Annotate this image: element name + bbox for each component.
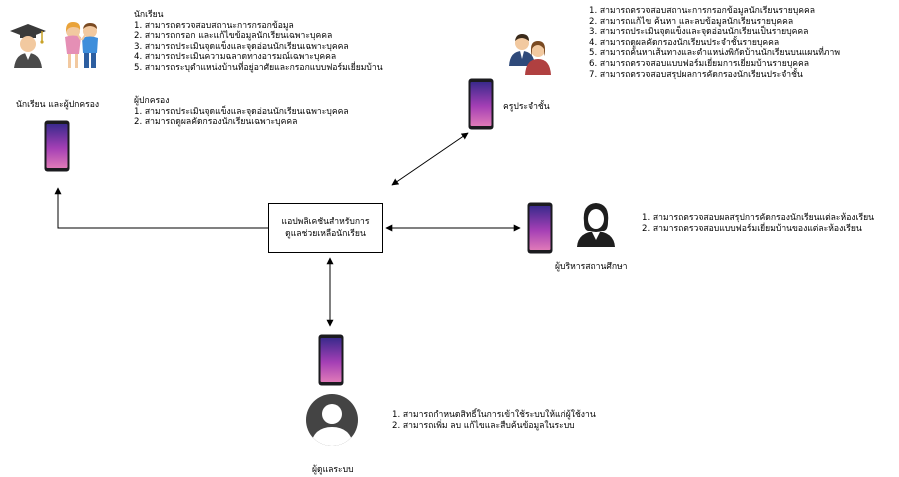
teacher-item: 5. สามารถค้นหาเส้นทางและตำแหน่งพิกัดบ้าน… xyxy=(589,48,841,59)
app-box: แอปพลิเคชันสำหรับการ ดูแลช่วยเหลือนักเรี… xyxy=(268,203,383,253)
teacher-item: 7. สามารถตรวจสอบสรุปผลการคัดกรองนักเรียน… xyxy=(589,69,803,80)
arrow-app-teacher xyxy=(391,132,469,186)
teacher-item: 3. สามารถประเมินจุดแข็งและจุดอ่อนนักเรีย… xyxy=(589,27,809,38)
system-admin-permissions: 1. สามารถกำหนดสิทธิ์ในการเข้าใช้ระบบให้แ… xyxy=(392,410,596,431)
administrator-item: 2. สามารถตรวจสอบแบบฟอร์มเยี่ยมบ้านของแต่… xyxy=(642,223,862,234)
student-parent-label: นักเรียน และผู้ปกครอง xyxy=(16,100,100,110)
student-item: 4. สามารถประเมินความฉลาดทางอารมณ์เฉพาะบุ… xyxy=(134,52,337,63)
student-item: 5. สามารถระบุตำแหน่งบ้านที่อยู่อาศัยและก… xyxy=(134,62,383,73)
user-avatar-icon xyxy=(306,394,358,446)
smartphone-icon xyxy=(44,120,70,172)
app-box-line2: ดูแลช่วยเหลือนักเรียน xyxy=(285,229,366,239)
student-item: 3. สามารถประเมินจุดแข็งและจุดอ่อนนักเรีย… xyxy=(134,41,349,52)
parent-item: 2. สามารถดูผลคัดกรองนักเรียนเฉพาะบุคคล xyxy=(134,117,298,128)
teacher-item: 4. สามารถดูผลคัดกรองนักเรียนประจำชั้นราย… xyxy=(589,37,780,48)
parents-icon xyxy=(65,22,98,68)
smartphone-icon xyxy=(468,78,494,130)
student-heading: นักเรียน xyxy=(134,10,164,20)
student-item: 1. สามารถตรวจสอบสถานะการกรอกข้อมูล xyxy=(134,20,294,31)
system-admin-label: ผู้ดูแลระบบ xyxy=(312,465,354,475)
smartphone-icon xyxy=(318,334,344,386)
administrator-item: 1. สามารถตรวจสอบผลสรุปการคัดกรองนักเรียน… xyxy=(642,213,875,223)
teacher-item: 2. สามารถแก้ไข ค้นหา และลบข้อมูลนักเรียน… xyxy=(589,16,794,27)
administrator-label: ผู้บริหารสถานศึกษา xyxy=(555,262,628,272)
teacher-label: ครูประจำชั้น xyxy=(503,102,550,112)
system-admin-item: 1. สามารถกำหนดสิทธิ์ในการเข้าใช้ระบบให้แ… xyxy=(392,410,596,420)
parent-permissions: ผู้ปกครอง 1. สามารถประเมินจุดแข็งและจุดอ… xyxy=(134,96,349,128)
teacher-permissions: 1. สามารถตรวจสอบสถานะการกรอกข้อมูลนักเรี… xyxy=(589,6,840,80)
arrow-app-to-student xyxy=(54,187,268,229)
parent-item: 1. สามารถประเมินจุดแข็งและจุดอ่อนนักเรีย… xyxy=(134,106,349,117)
student-permissions: นักเรียน 1. สามารถตรวจสอบสถานะการกรอกข้อ… xyxy=(134,10,383,74)
app-box-line1: แอปพลิเคชันสำหรับการ xyxy=(281,217,370,227)
graduate-student-icon xyxy=(10,24,46,68)
smartphone-icon xyxy=(527,202,553,254)
student-item: 2. สามารถกรอก และแก้ไขข้อมูลนักเรียนเฉพา… xyxy=(134,31,333,42)
woman-executive-icon xyxy=(577,203,615,247)
teachers-icon xyxy=(509,34,551,75)
administrator-permissions: 1. สามารถตรวจสอบผลสรุปการคัดกรองนักเรียน… xyxy=(642,213,874,234)
teacher-item: 6. สามารถตรวจสอบแบบฟอร์มเยี่ยมการเยี่ยมบ… xyxy=(589,58,810,69)
system-admin-item: 2. สามารถเพิ่ม ลบ แก้ไขและสืบค้นข้อมูลใน… xyxy=(392,420,575,431)
teacher-item: 1. สามารถตรวจสอบสถานะการกรอกข้อมูลนักเรี… xyxy=(589,6,816,16)
parent-heading: ผู้ปกครอง xyxy=(134,96,170,106)
